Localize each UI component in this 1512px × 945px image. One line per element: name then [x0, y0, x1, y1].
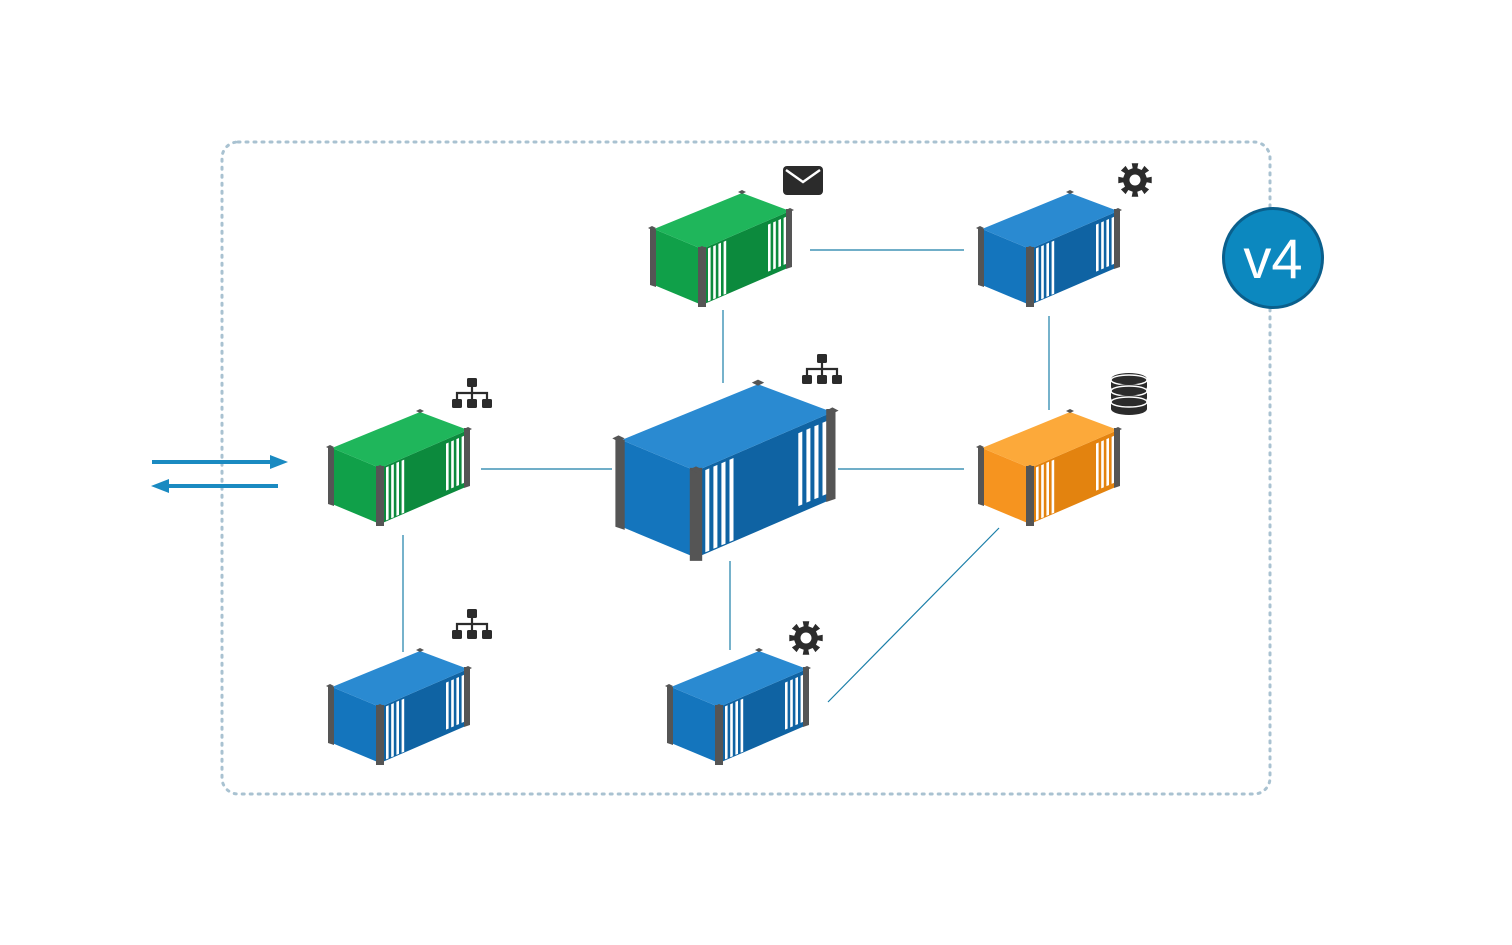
connection-lines	[402, 249, 1050, 703]
containers-layer	[326, 190, 1122, 765]
version-badge: v4	[1222, 207, 1324, 309]
sitemap-icon	[802, 354, 842, 384]
icons-layer	[452, 163, 1152, 655]
inbound-arrow	[152, 455, 288, 469]
database-icon	[1110, 373, 1148, 415]
container-worker-top[interactable]	[976, 190, 1122, 307]
link-worker-bottom-database	[827, 527, 1000, 703]
container-mail[interactable]	[648, 190, 794, 307]
cluster-boundary	[220, 140, 1272, 796]
envelope-icon	[783, 166, 823, 195]
traffic-arrows	[151, 455, 288, 493]
sitemap-icon	[452, 609, 492, 639]
container-worker-bottom[interactable]	[665, 648, 811, 765]
version-badge-label: v4	[1243, 227, 1302, 290]
container-database[interactable]	[976, 409, 1122, 526]
container-core[interactable]	[612, 379, 839, 561]
outbound-arrow	[151, 479, 278, 493]
gear-icon	[1118, 163, 1152, 197]
sitemap-icon	[452, 378, 492, 408]
container-service-bottom-left[interactable]	[326, 648, 472, 765]
container-gateway[interactable]	[326, 409, 472, 526]
gear-icon	[789, 621, 823, 655]
